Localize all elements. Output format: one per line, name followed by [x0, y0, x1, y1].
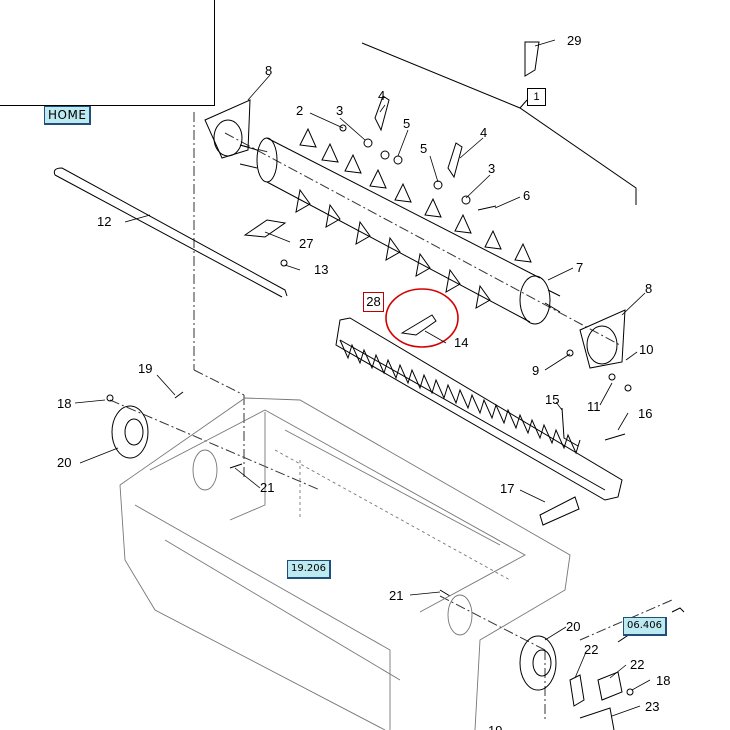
callout-8-right: 8	[645, 281, 652, 296]
counter-knife-bar	[335, 317, 623, 501]
callout-19-bottom: 19	[488, 723, 502, 730]
callout-13: 13	[314, 262, 328, 277]
callout-4-right: 4	[480, 125, 487, 140]
title-block-frame	[0, 0, 215, 106]
highlight-circle	[385, 288, 459, 348]
leader-lines	[74, 39, 651, 717]
callout-2: 2	[296, 103, 303, 118]
blade-part-17	[539, 496, 580, 526]
callout-4-left: 4	[378, 88, 385, 103]
blade-part-29	[524, 41, 540, 77]
callout-10: 10	[639, 342, 653, 357]
callout-3-left: 3	[336, 103, 343, 118]
highlighted-part-tag[interactable]: 28	[363, 292, 384, 312]
bracket-part-22a	[569, 674, 585, 707]
reference-link-06-406[interactable]: 06.406	[623, 617, 667, 636]
center-lines	[109, 112, 673, 720]
assembly-tag: 1	[527, 88, 546, 106]
rod-part	[53, 167, 288, 298]
callout-16: 16	[638, 406, 652, 421]
callout-11: 11	[587, 399, 601, 414]
rotor-knives	[295, 127, 532, 309]
bearing-flange-right	[579, 309, 626, 369]
callout-21-upper: 21	[260, 480, 274, 495]
blade-part-27	[243, 219, 287, 238]
bearing-housing-left	[111, 405, 149, 459]
callout-23: 23	[645, 699, 659, 714]
plate-part-23	[579, 707, 615, 730]
rotor-housing-frame	[119, 397, 571, 730]
callout-9: 9	[532, 363, 539, 378]
callout-22-right: 22	[630, 657, 644, 672]
callout-20-left: 20	[57, 455, 71, 470]
callout-19-left: 19	[138, 361, 152, 376]
callout-5-right: 5	[420, 141, 427, 156]
callout-12: 12	[97, 214, 111, 229]
callout-29: 29	[567, 33, 581, 48]
callout-22-left: 22	[584, 642, 598, 657]
callout-3-right: 3	[488, 161, 495, 176]
callout-21-lower: 21	[389, 588, 403, 603]
callout-5-left: 5	[403, 116, 410, 131]
knife-part-4b	[447, 142, 463, 179]
callout-14: 14	[454, 335, 468, 350]
bracket-part-22b	[597, 671, 623, 701]
reference-link-19-206[interactable]: 19.206	[287, 560, 331, 579]
callout-7: 7	[576, 260, 583, 275]
home-link[interactable]: HOME	[44, 106, 92, 125]
callout-20-right: 20	[566, 619, 580, 634]
bearing-housing-right	[519, 635, 557, 691]
callout-18-left: 18	[57, 396, 71, 411]
assembly-bracket-line	[361, 42, 637, 205]
knife-part-4a	[374, 95, 390, 132]
callout-17: 17	[500, 481, 514, 496]
bearing-flange-left	[204, 99, 251, 159]
callout-27: 27	[299, 236, 313, 251]
part-28-blade	[400, 314, 437, 336]
bracket-part-15	[561, 407, 579, 447]
callout-6: 6	[523, 188, 530, 203]
rotor-drum	[239, 127, 561, 325]
callout-8-left: 8	[265, 63, 272, 78]
callout-15: 15	[545, 392, 559, 407]
callout-18-right: 18	[656, 673, 670, 688]
